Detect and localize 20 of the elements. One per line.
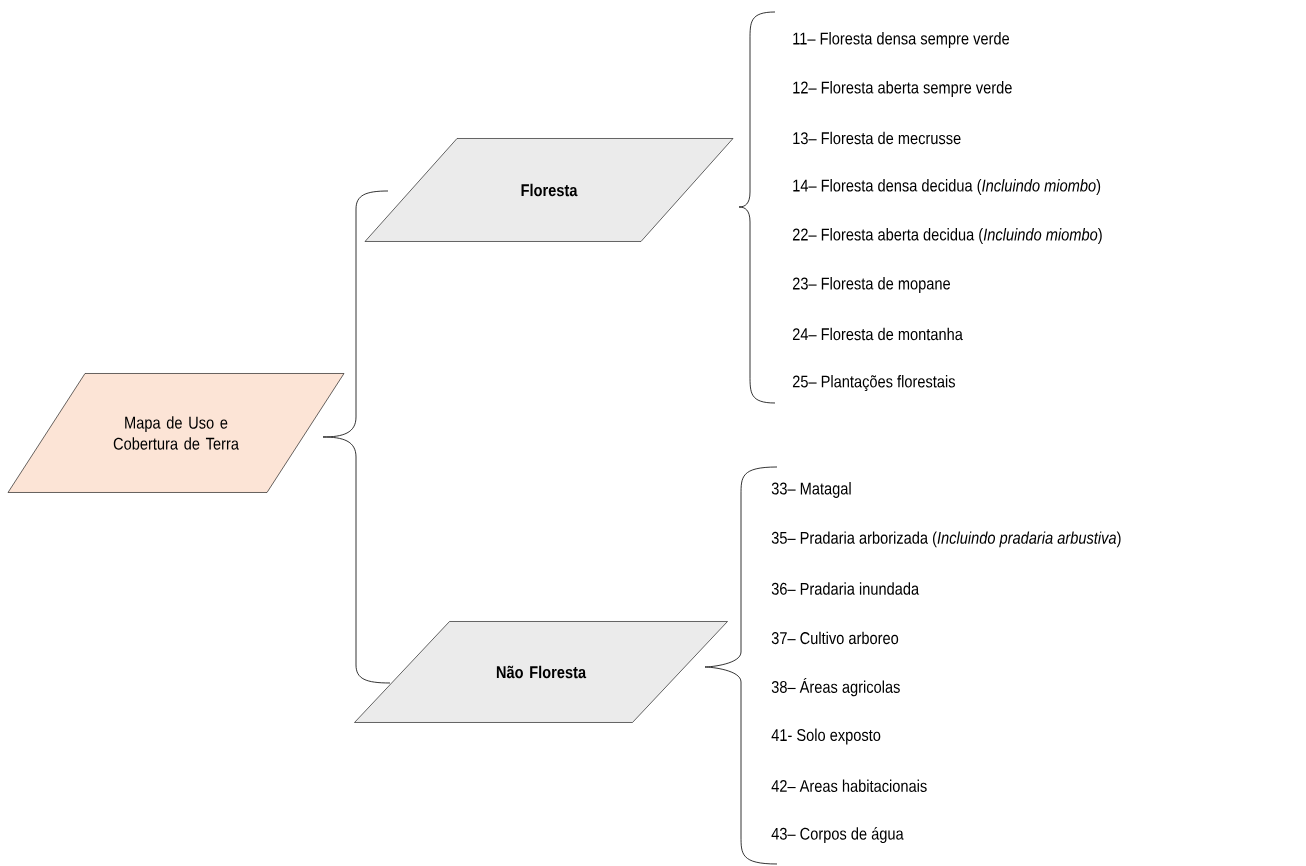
list-item: 36– Pradaria inundada [771,582,920,595]
list-item: 11– Floresta densa sempre verde [793,32,1010,48]
list-item: 43– Corpos de água [771,827,904,844]
list-item: 22– Floresta aberta decidua (Incluindo miombo) [792,228,1102,244]
list-item: 33– Matagal [771,482,851,498]
list-item: 25– Plantações florestais [792,375,955,391]
curly-brace [322,436,391,684]
list-item: 24– Floresta de montanha [792,327,963,341]
list-item: 38– Áreas agricolas [771,678,900,697]
list-item: 42– Areas habitacionais [771,779,927,793]
list-item: 41- Solo exposto [771,728,881,745]
list-item: 35– Pradaria arborizada (Incluindo pradaria arbustiva) [771,531,1121,548]
list-item: 12– Floresta aberta sempre verde [793,81,1012,97]
list-item: 37– Cultivo arboreo [771,631,899,645]
parallelogram-box: Floresta [364,138,734,242]
list-item: 23– Floresta de mopane [792,277,950,293]
list-item: 13– Floresta de mecrusse [793,131,961,145]
list-item: 14– Floresta densa decidua (Incluindo miombo) [793,179,1101,195]
parallelogram-box: Não Floresta [354,621,728,723]
parallelogram-box: Mapa de Uso e Cobertura de Terra [7,373,345,493]
